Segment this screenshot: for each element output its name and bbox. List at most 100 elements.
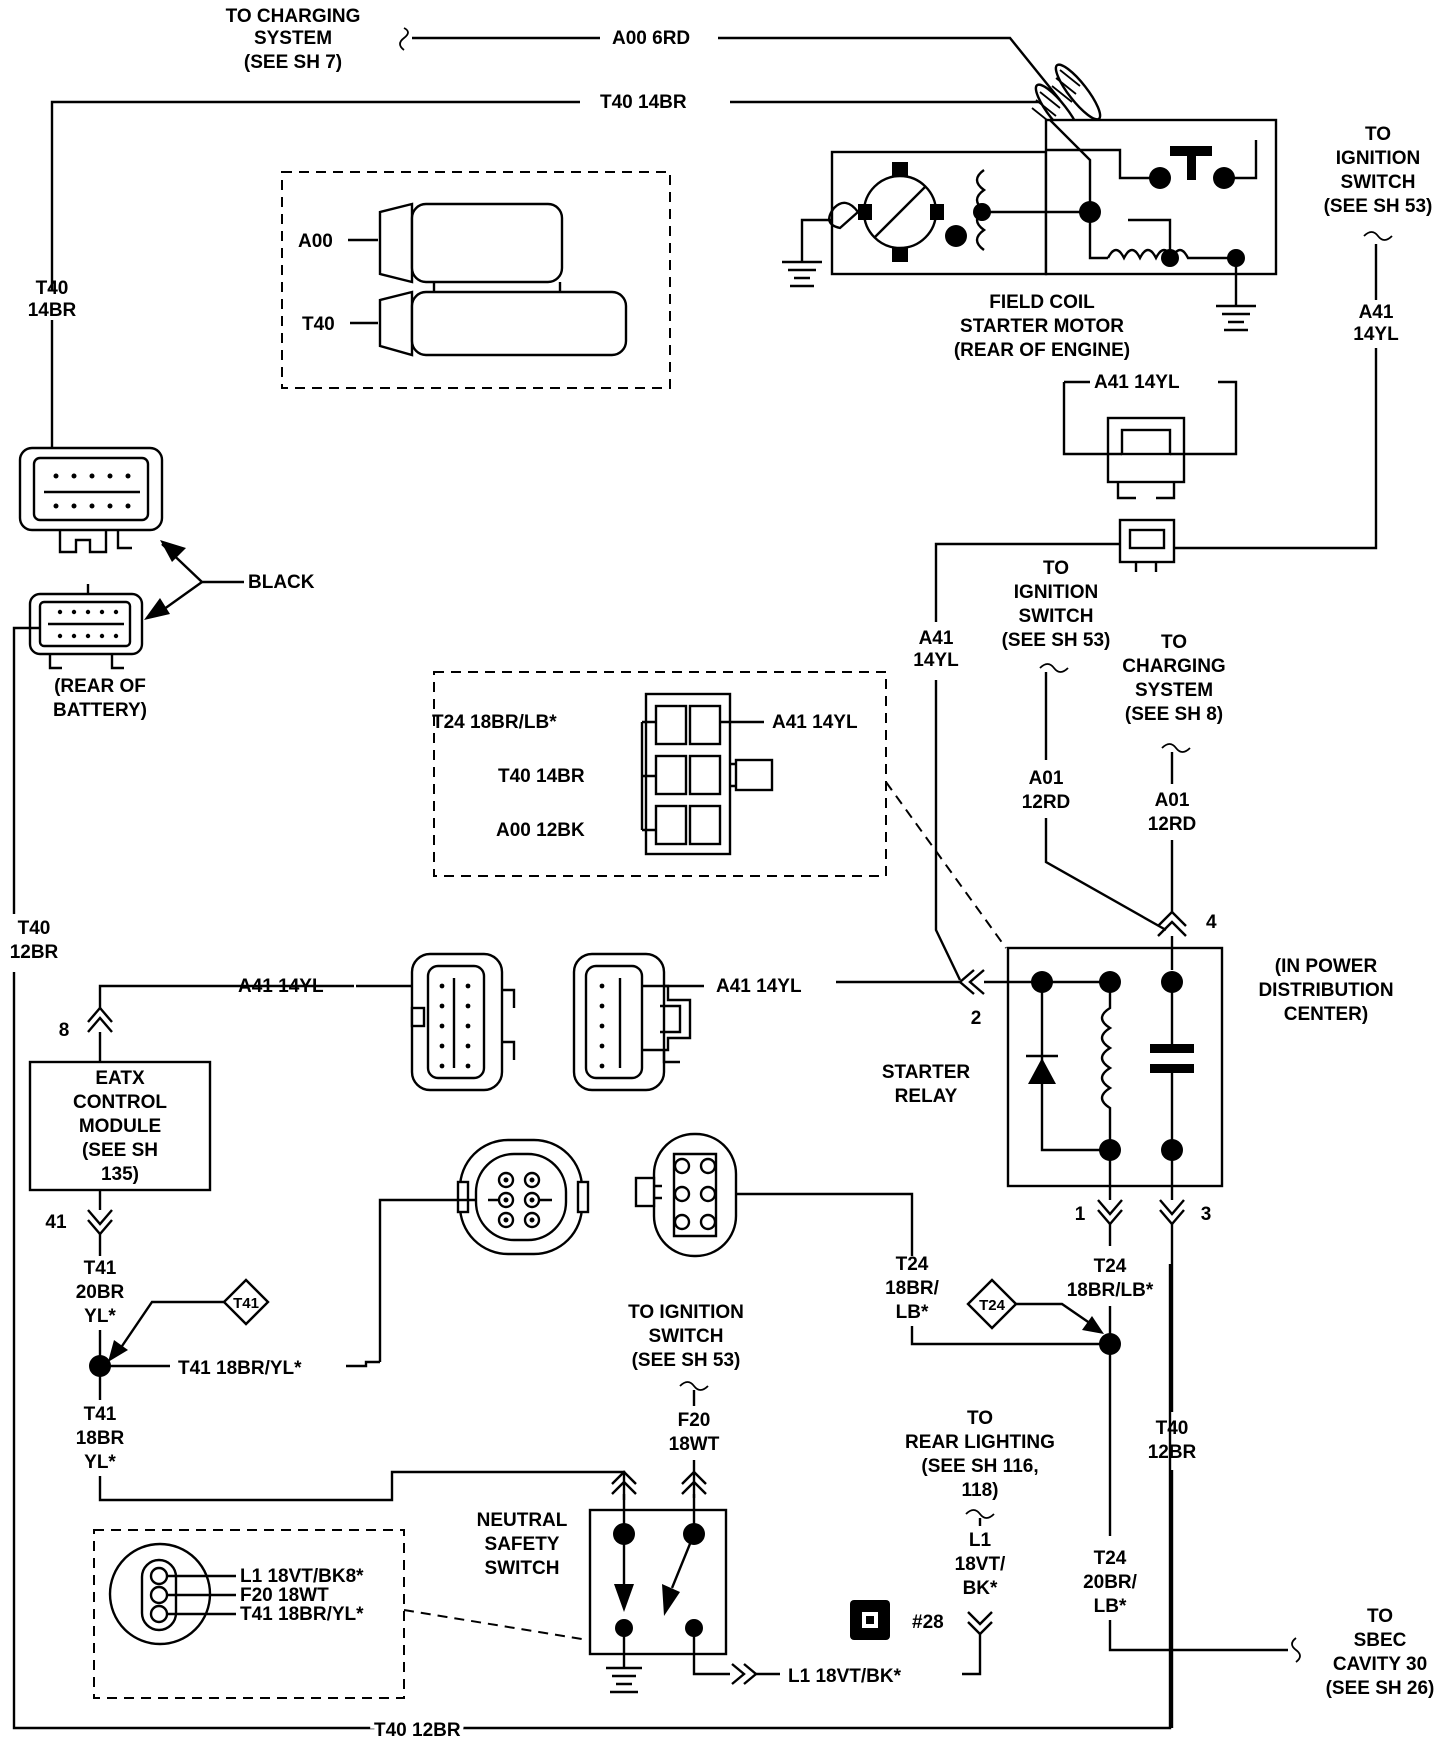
label-t24-20br-1: T24 [1094, 1548, 1127, 1569]
label-ign-mid-4: (SEE SH 53) [1002, 630, 1111, 651]
wire-a41-to-relay [934, 542, 1120, 622]
label-ign-mid-1: TO [1043, 558, 1069, 579]
label-ign-top-2: IGNITION [1336, 148, 1420, 169]
label-sbec-1: TO [1367, 1606, 1393, 1627]
label-t40-12br-right-2: 12BR [1148, 1442, 1197, 1463]
label-chg-mid-2: CHARGING [1122, 656, 1225, 677]
eatx-connector-b [572, 952, 692, 1092]
label-rear-battery-2: BATTERY) [53, 700, 147, 721]
label-conn-a00: A00 [298, 231, 333, 252]
label-sbec-2: SBEC [1354, 1630, 1407, 1651]
label-t41-18br-yl: T41 18BR/YL* [178, 1358, 302, 1379]
a41-connector-detail: A41 14YL [1062, 372, 1238, 572]
label-t40-12br-left-1: T40 [18, 918, 51, 939]
label-pin-4: 4 [1206, 912, 1217, 933]
label-chg-mid-4: (SEE SH 8) [1125, 704, 1223, 725]
pdc-connector-detail: T24 18BR/LB* T40 14BR A00 12BK A41 14YL [432, 671, 887, 877]
label-starter-relay-1: STARTER [882, 1062, 971, 1083]
label-charging-top-3: (SEE SH 7) [244, 52, 342, 73]
label-nss-pin-1: L1 18VT/BK8* [240, 1566, 364, 1587]
label-t24-left-1: T24 [896, 1254, 929, 1275]
label-black: BLACK [248, 572, 315, 593]
round-connector-left [456, 1138, 590, 1256]
label-a41-mid-1: A41 [919, 628, 954, 649]
label-starter-relay-2: RELAY [895, 1086, 958, 1107]
label-in-pdc-3: CENTER) [1284, 1004, 1368, 1025]
label-rear-lighting-4: 118) [962, 1480, 999, 1501]
label-a01-2b: 12RD [1148, 814, 1197, 835]
label-a01-1b: 12RD [1022, 792, 1071, 813]
wire-a00-6rd [399, 27, 1061, 101]
label-l1-18vt-2: 18VT/ [955, 1554, 1006, 1575]
label-t24-right-1: T24 [1094, 1256, 1127, 1277]
label-a41-right-2: 14YL [1353, 324, 1399, 345]
label-field-coil-1: FIELD COIL [989, 292, 1095, 313]
label-ign-bottom-2: SWITCH [649, 1326, 724, 1347]
label-splice-28: #28 [912, 1612, 944, 1633]
label-nss-pin-2: F20 18WT [240, 1585, 329, 1606]
label-ign-mid-2: IGNITION [1014, 582, 1098, 603]
label-a00-6rd: A00 6RD [612, 28, 690, 49]
label-t41-20br-1: T41 [84, 1258, 117, 1279]
label-in-pdc-2: DISTRIBUTION [1258, 980, 1393, 1001]
label-a41-mid-2: 14YL [913, 650, 959, 671]
label-sbec-3: CAVITY 30 [1333, 1654, 1427, 1675]
label-t24-20br-3: LB* [1094, 1596, 1127, 1617]
label-eatx-5: 135) [101, 1164, 139, 1185]
label-a41-eatx: A41 14YL [238, 976, 324, 997]
label-t24-right-2: 18BR/LB* [1067, 1280, 1154, 1301]
label-ign-top-1: TO [1365, 124, 1391, 145]
label-a41-box: A41 14YL [1094, 372, 1180, 393]
label-a01-1a: A01 [1029, 768, 1064, 789]
label-nss-2: SAFETY [485, 1534, 560, 1555]
label-sbec-4: (SEE SH 26) [1326, 1678, 1435, 1699]
black-connector-upper [18, 446, 164, 554]
label-field-coil-2: STARTER MOTOR [960, 316, 1124, 337]
label-f20-1: F20 [678, 1410, 711, 1431]
eatx-module-box [28, 1060, 212, 1192]
label-l1-18vt-3: BK* [963, 1578, 998, 1599]
label-t40-12br-right-1: T40 [1156, 1418, 1189, 1439]
label-t41-18br-lower-3: YL* [84, 1452, 116, 1473]
neutral-safety-switch [588, 1494, 780, 1694]
eatx-connector-a [410, 952, 516, 1092]
label-chg-mid-3: SYSTEM [1135, 680, 1213, 701]
label-pin-8: 8 [59, 1020, 70, 1041]
label-t40-14br-left-2: 14BR [28, 300, 77, 321]
starter-connector-detail: A00 T40 [281, 171, 671, 389]
label-ign-mid-3: SWITCH [1019, 606, 1094, 627]
label-t40-12br-left-2: 12BR [10, 942, 59, 963]
svg-text:T24: T24 [979, 1297, 1006, 1314]
label-a01-2a: A01 [1155, 790, 1190, 811]
label-t41-20br-2: 20BR [76, 1282, 125, 1303]
leader-pdc [885, 781, 1007, 949]
label-rear-battery-1: (REAR OF [54, 676, 146, 697]
label-rear-lighting-3: (SEE SH 116, [921, 1456, 1038, 1477]
label-t41-18br-lower-2: 18BR [76, 1428, 125, 1449]
t41-diamond: T41 [108, 1278, 270, 1362]
leader-nss [403, 1609, 589, 1641]
starter-motor [782, 118, 1278, 332]
label-charging-top-1: TO CHARGING [226, 6, 361, 27]
label-t40-14br-left-1: T40 [36, 278, 69, 299]
black-arrow [144, 540, 244, 620]
label-pin-3: 3 [1201, 1204, 1212, 1225]
wire-t40-12br-left [12, 626, 40, 914]
label-pdc-pin-3: A00 12BK [496, 820, 585, 841]
label-a41-right-1: A41 [1359, 302, 1394, 323]
label-pdc-pin-right: A41 14YL [772, 712, 858, 733]
label-t41-20br-3: YL* [84, 1306, 116, 1327]
label-ign-bottom-3: (SEE SH 53) [632, 1350, 741, 1371]
label-t24-left-2: 18BR/ [885, 1278, 940, 1299]
label-ign-top-4: (SEE SH 53) [1324, 196, 1433, 217]
label-ign-bottom-1: TO IGNITION [628, 1302, 744, 1323]
label-pdc-pin-2: T40 14BR [498, 766, 585, 787]
round-connector-right [634, 1132, 738, 1258]
wire-t41-to-connector [378, 1198, 476, 1362]
wire-t24-from-connector [736, 1192, 914, 1256]
splice-28-icon [850, 1600, 890, 1640]
t24-diamond: T24 [966, 1278, 1104, 1334]
label-pin-41: 41 [45, 1212, 67, 1233]
black-connector-lower [28, 584, 144, 670]
